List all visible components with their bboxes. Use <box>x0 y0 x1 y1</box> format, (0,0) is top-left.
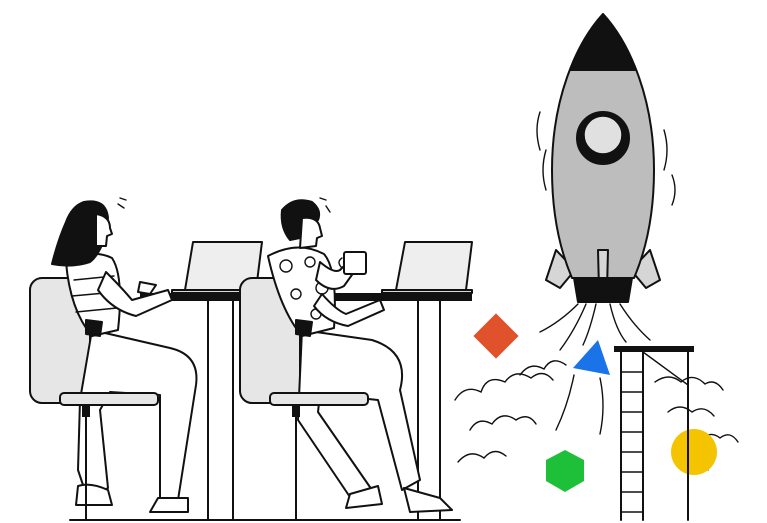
circle-icon <box>671 429 717 475</box>
triangle-icon <box>573 340 610 375</box>
diamond-icon <box>473 313 519 359</box>
person-holding-mug-laptop <box>239 197 453 521</box>
laptop-icon <box>171 241 263 294</box>
ladder-icon <box>614 346 694 521</box>
hexagon-icon <box>546 450 584 492</box>
rocket-icon <box>536 13 676 351</box>
laptop-icon <box>381 241 473 294</box>
person-typing-laptop <box>29 197 198 521</box>
